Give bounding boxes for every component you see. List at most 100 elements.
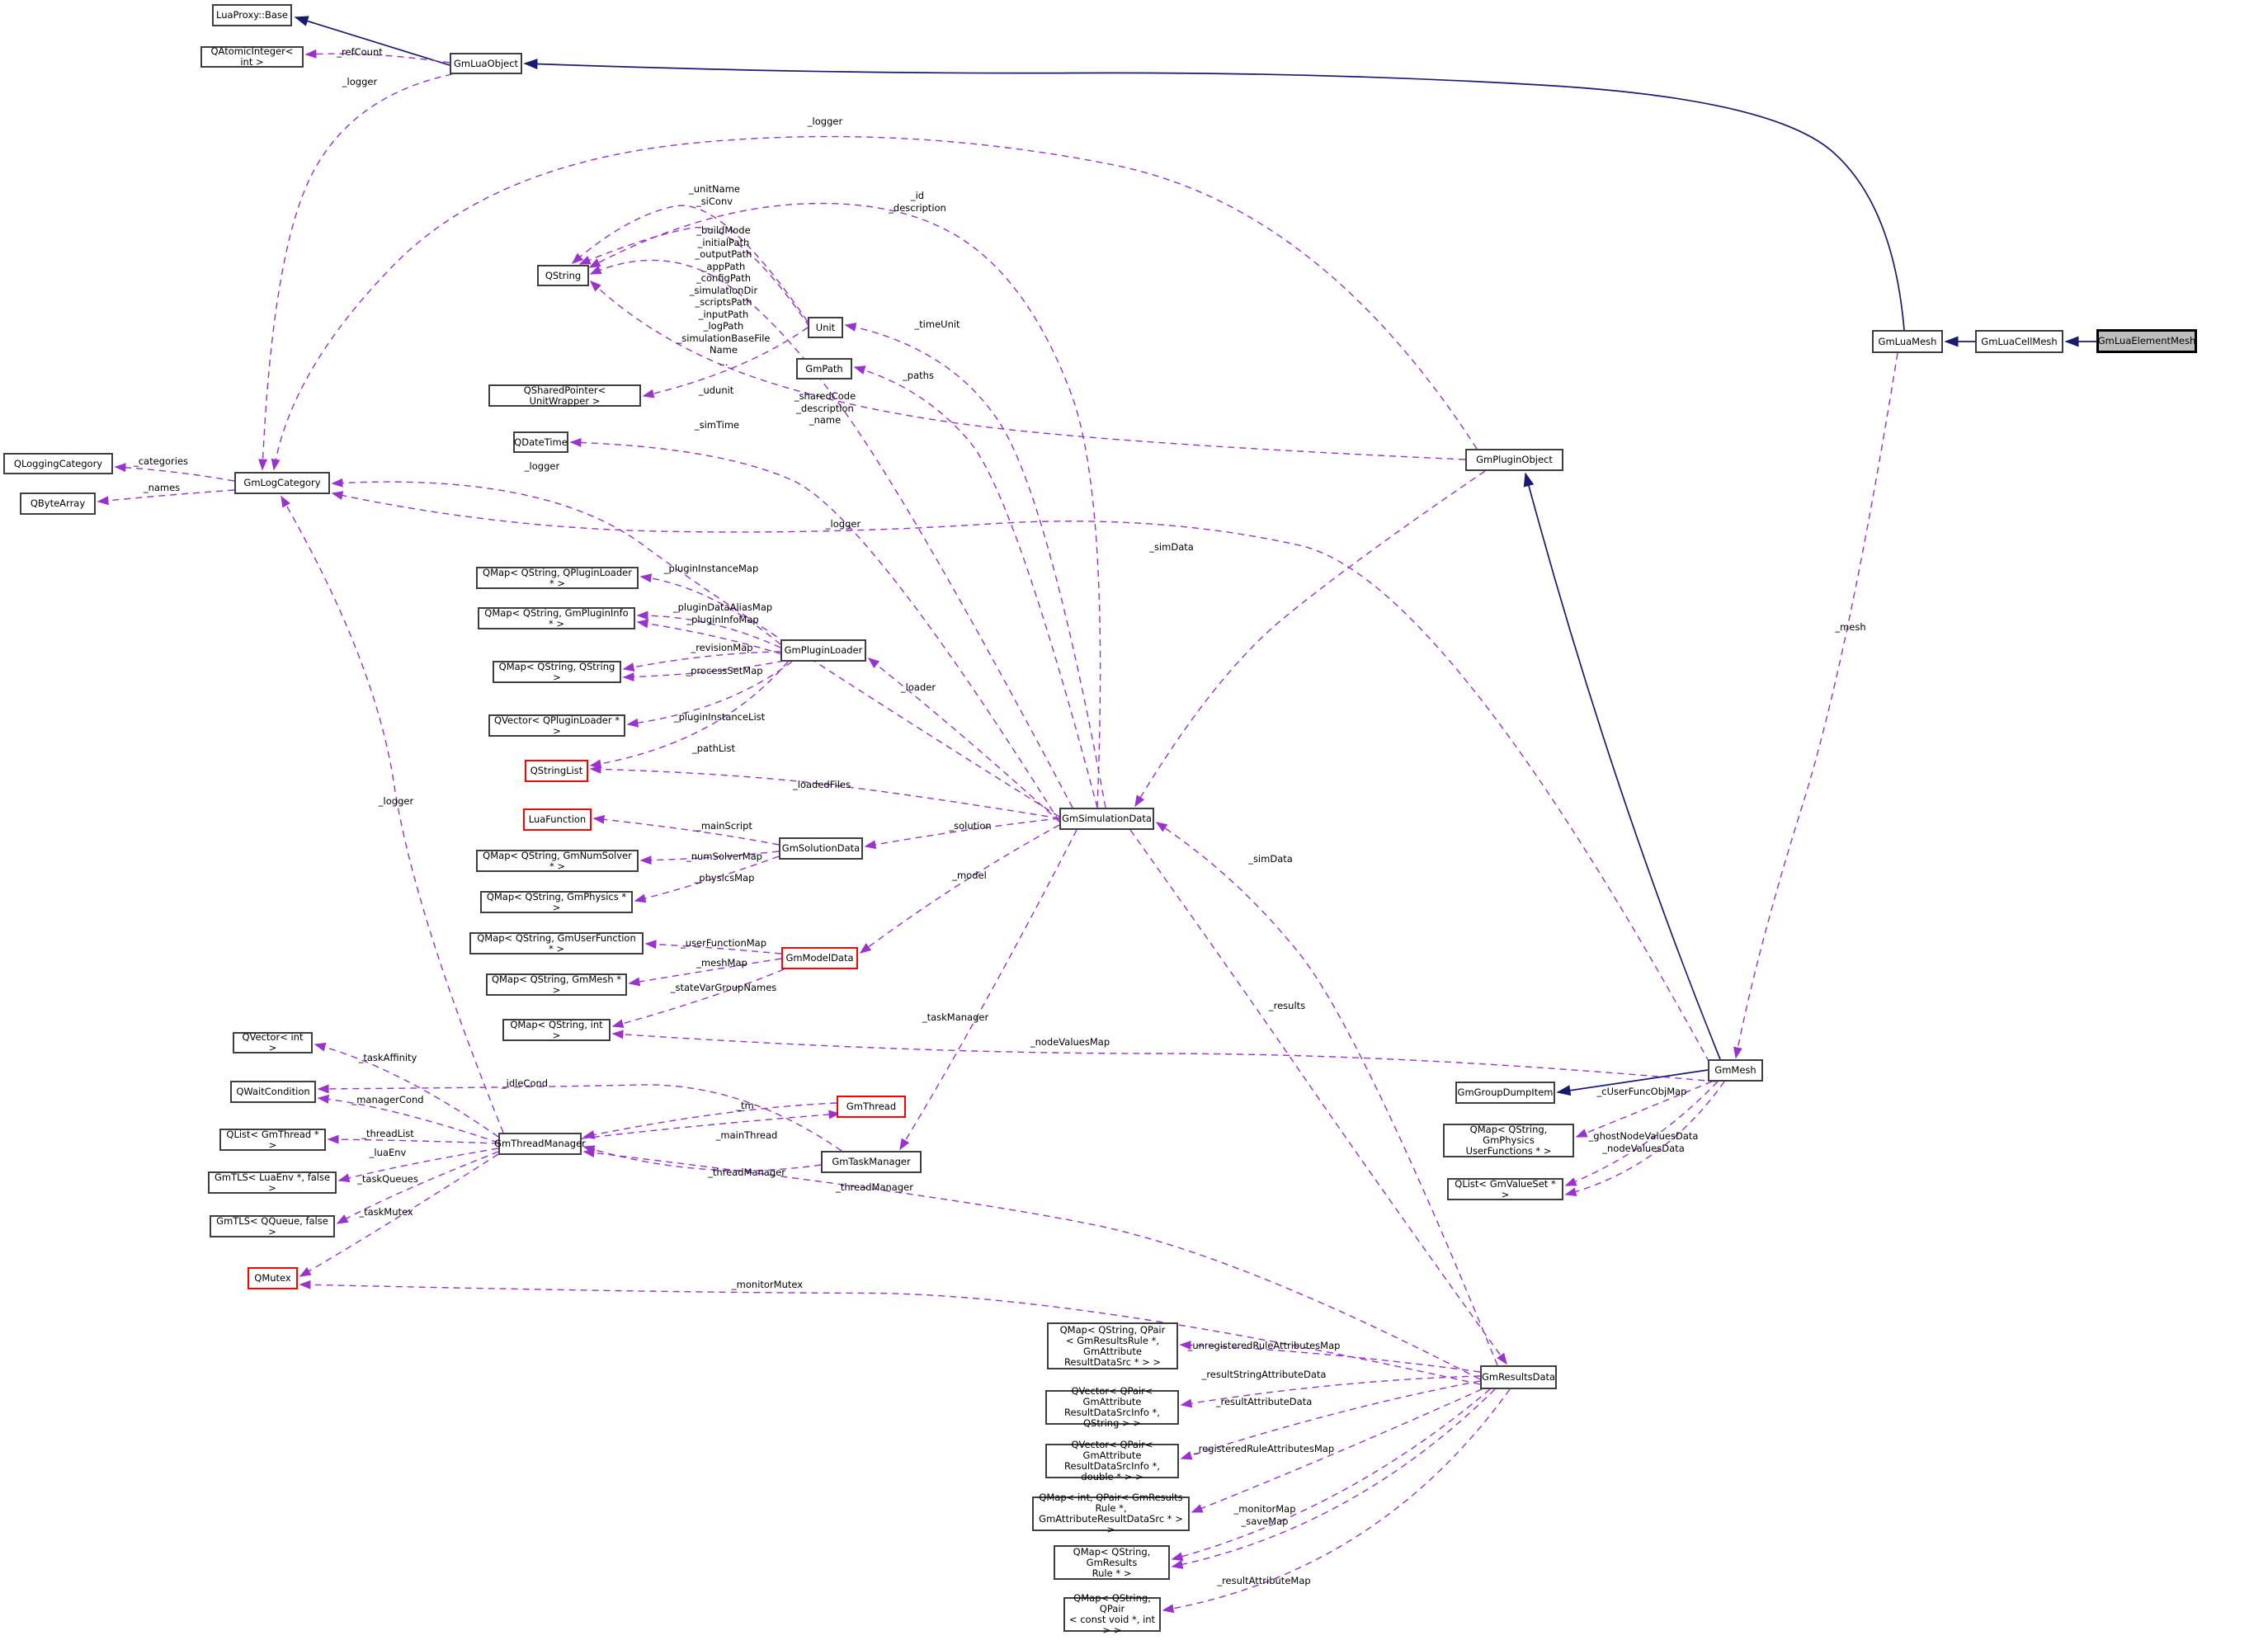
class-node-unit[interactable]: Unit bbox=[808, 317, 843, 338]
inheritance-edge-gmluamesh-to-gmluaobject bbox=[523, 59, 1905, 331]
collaboration-edge-gmthreadmanager-to-qvector-int bbox=[314, 1042, 499, 1138]
collaboration-edge-gmresultsdata-to-qmap-rule-attrsrc bbox=[1179, 1341, 1481, 1373]
class-node-qdatetime[interactable]: QDateTime bbox=[513, 431, 568, 453]
collaboration-edge-gmmesh-to-qlist-gmvalueset bbox=[1564, 1081, 1725, 1197]
collaboration-edge-gmsimulationdata-to-qdatetime bbox=[569, 437, 1060, 822]
collaboration-edge-gmresultsdata-to-qmap-qstring-gmresultsrule bbox=[1171, 1388, 1491, 1562]
collaboration-edge-gmpluginobject-to-gmlogcategory bbox=[271, 135, 1478, 471]
inheritance-edge-gmmesh-to-gmgroupdumpitem bbox=[1556, 1069, 1709, 1096]
collaboration-edge-gmthreadmanager-to-gmthread bbox=[581, 1110, 841, 1139]
collaboration-edge-gmpluginloader-to-qmap-qstring-qpluginloader bbox=[639, 573, 781, 645]
collaboration-edge-gmsimulationdata-to-gmpluginloader bbox=[867, 658, 1069, 831]
collaboration-edge-gmmodeldata-to-qmap-qstring-gmuserfunction bbox=[644, 940, 782, 954]
class-node-gmlogcategory[interactable]: GmLogCategory bbox=[234, 472, 330, 494]
collaboration-edge-gmthreadmanager-to-qwaitcondition bbox=[317, 1094, 499, 1143]
class-node-qmap-qstring-qpluginloader[interactable]: QMap< QString, QPluginLoader * > bbox=[476, 567, 639, 589]
collaboration-edge-gmsimulationdata-to-unit bbox=[844, 323, 1106, 808]
class-node-gmpath[interactable]: GmPath bbox=[796, 358, 852, 379]
class-node-qmap-qstring-gmphysics[interactable]: QMap< QString, GmPhysics * > bbox=[480, 891, 633, 913]
class-node-gmluacellmesh[interactable]: GmLuaCellMesh bbox=[1975, 330, 2063, 353]
collaboration-edge-gmsimulationdata-to-qstring bbox=[589, 259, 1073, 808]
class-node-luaproxy-base[interactable]: LuaProxy::Base bbox=[212, 4, 292, 26]
class-node-qstringlist[interactable]: QStringList bbox=[525, 760, 588, 782]
collaboration-edge-gmthreadmanager-to-gmtls-luaenv bbox=[337, 1148, 499, 1183]
class-node-qatomicinteger-int[interactable]: QAtomicInteger< int > bbox=[200, 46, 304, 68]
class-node-qvector-qpluginloader[interactable]: QVector< QPluginLoader * > bbox=[488, 714, 625, 737]
class-node-gmluaobject[interactable]: GmLuaObject bbox=[450, 53, 522, 74]
class-node-qwaitcondition[interactable]: QWaitCondition bbox=[230, 1081, 316, 1103]
class-node-qmap-qstring-constvoid[interactable]: QMap< QString, QPair < const void *, int… bbox=[1063, 1593, 1161, 1636]
class-node-qvector-attrsrcinfo-double[interactable]: QVector< QPair< GmAttribute ResultDataSr… bbox=[1045, 1440, 1179, 1482]
class-node-qmap-int-qpair[interactable]: QMap< int, QPair< GmResults Rule *, GmAt… bbox=[1032, 1492, 1190, 1535]
class-node-gmgroupdumpitem[interactable]: GmGroupDumpItem bbox=[1455, 1082, 1555, 1104]
collaboration-edge-gmsimulationdata-to-gmtaskmanager bbox=[899, 829, 1077, 1151]
class-node-qmap-rule-attrsrc[interactable]: QMap< QString, QPair < GmResultsRule *, … bbox=[1047, 1322, 1178, 1369]
class-node-qvector-attrsrcinfo-qstring[interactable]: QVector< QPair< GmAttribute ResultDataSr… bbox=[1045, 1386, 1179, 1429]
collaboration-edge-gmresultsdata-to-qmutex bbox=[299, 1280, 1481, 1385]
collaboration-edge-gmsimulationdata-to-gmpath bbox=[853, 365, 1098, 808]
class-node-gmthreadmanager[interactable]: GmThreadManager bbox=[494, 1133, 586, 1155]
collaboration-edge-gmresultsdata-to-qmap-qstring-constvoid bbox=[1162, 1388, 1511, 1614]
collaboration-edge-gmlogcategory-to-qbytearray bbox=[97, 489, 235, 506]
collaboration-edge-gmpluginobject-to-gmsimulationdata bbox=[1134, 470, 1486, 808]
class-node-gmpluginobject[interactable]: GmPluginObject bbox=[1465, 449, 1563, 471]
class-node-gmmodeldata[interactable]: GmModelData bbox=[781, 947, 858, 969]
class-node-qmap-gmphysicsuserfunctions[interactable]: QMap< QString, GmPhysics UserFunctions *… bbox=[1443, 1124, 1574, 1157]
class-node-qlist-gmvalueset[interactable]: QList< GmValueSet * > bbox=[1447, 1178, 1563, 1200]
class-node-gmthread[interactable]: GmThread bbox=[837, 1096, 906, 1118]
collaboration-edge-unit-to-qstring bbox=[571, 205, 809, 323]
collaboration-edge-gmpluginloader-to-qvector-qpluginloader bbox=[626, 661, 793, 728]
collaboration-edge-unit-to-qsharedpointer-unitwrapper bbox=[642, 327, 809, 398]
collaboration-edge-gmsimulationdata-to-qstring bbox=[588, 202, 1101, 808]
collaboration-edge-unit-to-qstring bbox=[578, 227, 810, 328]
collaboration-edge-gmsimulationdata-to-gmresultsdata bbox=[1129, 829, 1507, 1365]
collaboration-edge-gmmesh-to-qmap-gmphysicsuserfunctions bbox=[1575, 1081, 1713, 1138]
class-node-gmsimulationdata[interactable]: GmSimulationData bbox=[1059, 808, 1154, 830]
collaboration-edge-gmthreadmanager-to-qmutex bbox=[299, 1153, 499, 1277]
collaboration-edge-gmpluginloader-to-qmap-qstring-qstring bbox=[622, 660, 785, 682]
collaboration-edge-gmmesh-to-qmap-qstring-int bbox=[611, 1030, 1717, 1082]
class-node-gmtaskmanager[interactable]: GmTaskManager bbox=[821, 1151, 922, 1173]
class-node-luafunction[interactable]: LuaFunction bbox=[523, 808, 592, 831]
collaboration-edge-gmresultsdata-to-gmsimulationdata bbox=[1155, 822, 1498, 1366]
class-node-gmtls-luaenv[interactable]: GmTLS< LuaEnv *, false > bbox=[208, 1171, 337, 1194]
collaboration-edge-gmresultsdata-to-qvector-attrsrcinfo-double bbox=[1180, 1380, 1481, 1460]
class-node-qmap-qstring-gmuserfunction[interactable]: QMap< QString, GmUserFunction * > bbox=[469, 932, 644, 954]
class-node-qsharedpointer-unitwrapper[interactable]: QSharedPointer< UnitWrapper > bbox=[488, 384, 641, 407]
collaboration-edge-gmsolutiondata-to-luafunction bbox=[592, 814, 780, 846]
collaboration-edge-gmthreadmanager-to-qlist-gmthread bbox=[327, 1134, 499, 1144]
class-node-qstring[interactable]: QString bbox=[537, 265, 589, 286]
collaboration-edge-gmthreadmanager-to-gmlogcategory bbox=[281, 495, 504, 1134]
collaboration-edge-gmluaobject-to-gmlogcategory bbox=[258, 73, 453, 471]
class-node-qbytearray[interactable]: QByteArray bbox=[20, 493, 96, 515]
collaboration-edge-gmsimulationdata-to-gmsolutiondata bbox=[864, 818, 1060, 850]
class-node-gmresultsdata[interactable]: GmResultsData bbox=[1480, 1365, 1557, 1389]
collaboration-edge-gmsimulationdata-to-gmlogcategory bbox=[331, 478, 1060, 818]
collaboration-edge-gmluaobject-to-qatomicinteger-int bbox=[304, 49, 450, 64]
class-node-qmap-qstring-int[interactable]: QMap< QString, int > bbox=[502, 1019, 611, 1041]
class-node-qmap-qstring-gmresultsrule[interactable]: QMap< QString, GmResults Rule * > bbox=[1054, 1545, 1170, 1580]
class-node-gmmesh[interactable]: GmMesh bbox=[1708, 1059, 1763, 1082]
collaboration-edge-gmthreadmanager-to-gmtls-qqueue bbox=[336, 1151, 499, 1224]
class-node-gmtls-qqueue[interactable]: GmTLS< QQueue, false > bbox=[210, 1215, 335, 1237]
class-node-qloggingcategory[interactable]: QLoggingCategory bbox=[3, 453, 113, 474]
class-node-qmap-qstring-qstring[interactable]: QMap< QString, QString > bbox=[493, 661, 621, 683]
class-node-qlist-gmthread[interactable]: QList< GmThread * > bbox=[219, 1129, 326, 1151]
class-node-qmap-qstring-gmnumsolver[interactable]: QMap< QString, GmNumSolver * > bbox=[476, 850, 639, 872]
collaboration-edge-gmresultsdata-to-gmthreadmanager bbox=[582, 1148, 1481, 1380]
collaboration-edge-gmsolutiondata-to-qmap-qstring-gmnumsolver bbox=[639, 851, 780, 865]
class-node-gmluamesh[interactable]: GmLuaMesh bbox=[1872, 330, 1943, 353]
class-node-qmutex[interactable]: QMutex bbox=[248, 1267, 298, 1289]
collaboration-edge-gmresultsdata-to-qmap-qstring-gmresultsrule bbox=[1171, 1388, 1496, 1569]
class-node-qmap-qstring-gmmesh[interactable]: QMap< QString, GmMesh * > bbox=[486, 973, 627, 996]
class-node-qvector-int[interactable]: QVector< int > bbox=[233, 1032, 313, 1053]
collaboration-edge-gmpluginloader-to-qmap-qstring-qstring bbox=[622, 651, 781, 672]
collaboration-edge-gmpluginloader-to-qmap-qstring-gmplugininfo bbox=[636, 619, 783, 655]
class-node-qmap-qstring-gmplugininfo[interactable]: QMap< QString, GmPluginInfo * > bbox=[478, 607, 635, 629]
collaboration-edge-gmtaskmanager-to-gmthreadmanager bbox=[582, 1145, 822, 1171]
class-node-gmsolutiondata[interactable]: GmSolutionData bbox=[779, 837, 863, 860]
collaboration-edge-gmsimulationdata-to-qstringlist bbox=[589, 764, 1060, 819]
class-node-gmpluginloader[interactable]: GmPluginLoader bbox=[780, 639, 866, 662]
collaboration-edge-gmsimulationdata-to-gmmodeldata bbox=[859, 824, 1060, 954]
